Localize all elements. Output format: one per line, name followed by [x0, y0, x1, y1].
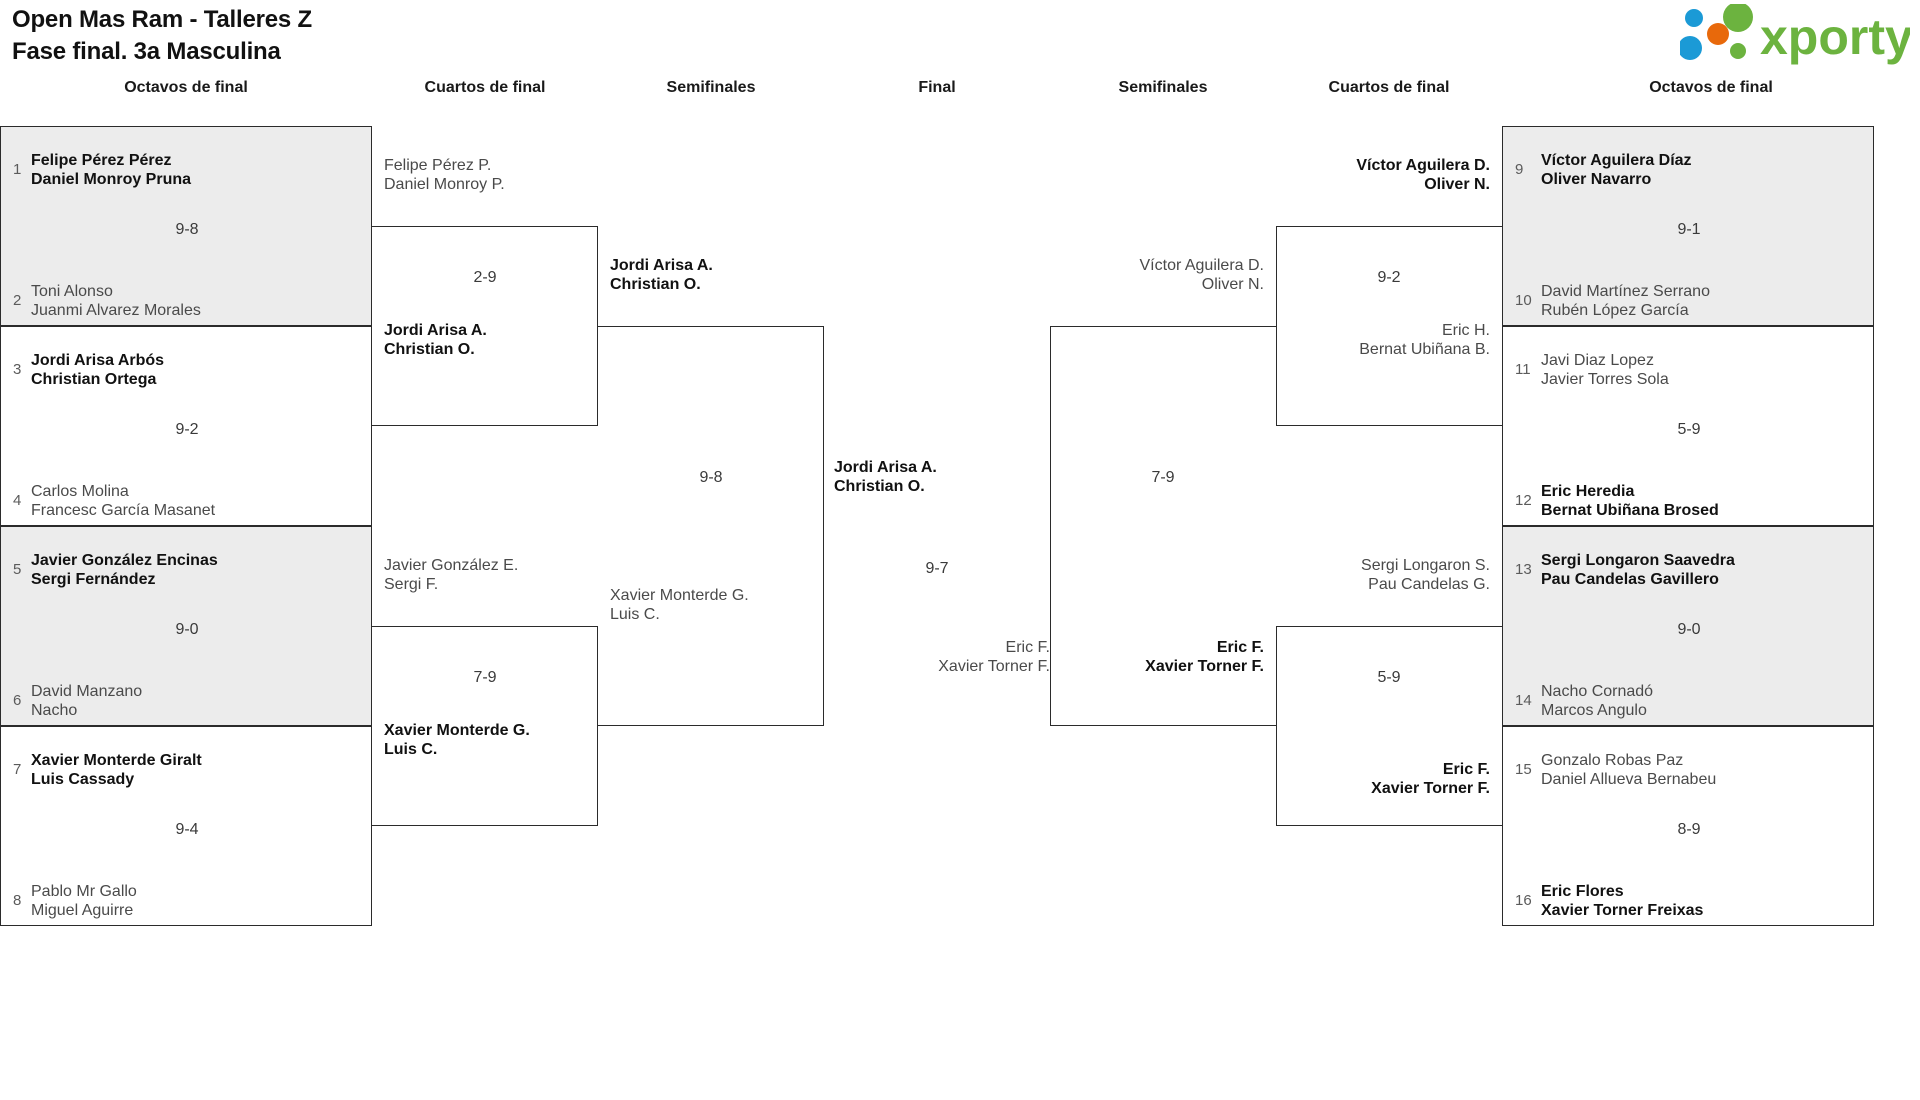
team-slot: David Martínez Serrano Rubén López Garcí…	[1541, 283, 1710, 320]
match-r-oct-4[interactable]: 15 Gonzalo Robas Paz Daniel Allueva Bern…	[1502, 726, 1874, 926]
match-r-qf-2[interactable]	[1276, 626, 1502, 826]
final-team-left: Jordi Arisa A. Christian O.	[834, 459, 937, 496]
tournament-name: Open Mas Ram - Talleres Z	[12, 6, 312, 33]
match-score: 9-0	[1677, 621, 1701, 638]
team-slot: Felipe Pérez P. Daniel Monroy P.	[384, 157, 505, 194]
seed-number: 7	[13, 761, 22, 778]
seed-number: 13	[1515, 561, 1532, 578]
match-score: 8-9	[1677, 821, 1701, 838]
team-slot: Eric Flores Xavier Torner Freixas	[1541, 883, 1704, 920]
match-score: 9-8	[699, 469, 723, 486]
title-block: Open Mas Ram - Talleres Z Fase final. 3a…	[12, 4, 312, 68]
team-slot: Xavier Monterde Giralt Luis Cassady	[31, 752, 202, 789]
round-header-right-cuartos: Cuartos de final	[1328, 79, 1450, 96]
team-slot: Javi Diaz Lopez Javier Torres Sola	[1541, 352, 1669, 389]
match-score: 5-9	[1677, 421, 1701, 438]
final-score: 9-7	[925, 560, 949, 577]
seed-number: 4	[13, 492, 22, 509]
round-header-right-semis: Semifinales	[1118, 79, 1208, 96]
match-l-oct-2[interactable]: 3 Jordi Arisa Arbós Christian Ortega 9-2…	[0, 326, 372, 526]
match-score: 5-9	[1377, 669, 1401, 686]
team-slot: Jordi Arisa A. Christian O.	[610, 257, 713, 294]
team-slot: Carlos Molina Francesc García Masanet	[31, 483, 216, 520]
team-slot: Pablo Mr Gallo Miguel Aguirre	[31, 883, 137, 920]
round-header-final: Final	[918, 79, 956, 96]
page-header: Open Mas Ram - Talleres Z Fase final. 3a…	[0, 0, 1920, 92]
team-slot: Toni Alonso Juanmi Alvarez Morales	[31, 283, 201, 320]
match-l-qf-2[interactable]	[372, 626, 598, 826]
xporty-logo: xporty	[1680, 4, 1910, 66]
match-score: 2-9	[473, 269, 497, 286]
seed-number: 14	[1515, 692, 1532, 709]
team-slot: Víctor Aguilera D. Oliver N.	[1139, 257, 1265, 294]
round-header-left-octavos: Octavos de final	[124, 79, 248, 96]
seed-number: 11	[1515, 361, 1531, 378]
team-slot: Nacho Cornadó Marcos Angulo	[1541, 683, 1654, 720]
seed-number: 12	[1515, 492, 1532, 509]
match-score: 7-9	[473, 669, 497, 686]
team-slot: Eric H. Bernat Ubiñana B.	[1359, 322, 1490, 359]
seed-number: 10	[1515, 292, 1532, 309]
team-slot: Eric F. Xavier Torner F.	[1371, 761, 1490, 798]
team-slot: Víctor Aguilera Díaz Oliver Navarro	[1541, 152, 1692, 189]
team-slot: Gonzalo Robas Paz Daniel Allueva Bernabe…	[1541, 752, 1717, 789]
match-l-oct-4[interactable]: 7 Xavier Monterde Giralt Luis Cassady 9-…	[0, 726, 372, 926]
match-score: 9-8	[175, 221, 199, 238]
team-slot: Sergi Longaron Saavedra Pau Candelas Gav…	[1541, 552, 1735, 589]
match-r-qf-1[interactable]	[1276, 226, 1502, 426]
team-slot: Jordi Arisa Arbós Christian Ortega	[31, 352, 165, 389]
team-slot: Felipe Pérez Pérez Daniel Monroy Pruna	[31, 152, 192, 189]
team-slot: Jordi Arisa A. Christian O.	[384, 322, 487, 359]
svg-text:xporty: xporty	[1760, 9, 1910, 65]
round-header-right-octavos: Octavos de final	[1649, 79, 1773, 96]
match-r-oct-2[interactable]: 11 Javi Diaz Lopez Javier Torres Sola 5-…	[1502, 326, 1874, 526]
match-r-oct-3[interactable]: 13 Sergi Longaron Saavedra Pau Candelas …	[1502, 526, 1874, 726]
team-slot: David Manzano Nacho	[31, 683, 143, 720]
team-slot: Javier González Encinas Sergi Fernández	[31, 552, 218, 589]
team-slot: Eric F. Xavier Torner F.	[1145, 639, 1264, 676]
team-slot: Sergi Longaron S. Pau Candelas G.	[1361, 557, 1490, 594]
team-slot: Xavier Monterde G. Luis C.	[610, 587, 749, 624]
match-score: 9-4	[175, 821, 199, 838]
tournament-phase: Fase final. 3a Masculina	[12, 37, 281, 65]
seed-number: 1	[13, 161, 22, 178]
seed-number: 9	[1515, 161, 1524, 178]
match-l-qf-1[interactable]	[372, 226, 598, 426]
team-slot: Eric Heredia Bernat Ubiñana Brosed	[1541, 483, 1719, 520]
final-team-right: Eric F. Xavier Torner F.	[938, 639, 1050, 676]
round-header-left-semis: Semifinales	[666, 79, 756, 96]
match-score: 9-1	[1677, 221, 1701, 238]
seed-number: 2	[13, 292, 22, 309]
team-slot: Víctor Aguilera D. Oliver N.	[1356, 157, 1490, 194]
match-score: 9-2	[175, 421, 199, 438]
seed-number: 3	[13, 361, 22, 378]
match-score: 9-2	[1377, 269, 1401, 286]
seed-number: 16	[1515, 892, 1532, 909]
team-slot: Xavier Monterde G. Luis C.	[384, 722, 530, 759]
match-r-oct-1[interactable]: 9 Víctor Aguilera Díaz Oliver Navarro 9-…	[1502, 126, 1874, 326]
seed-number: 5	[13, 561, 22, 578]
match-score: 7-9	[1151, 469, 1175, 486]
match-r-sf-1[interactable]	[1050, 326, 1276, 726]
seed-number: 6	[13, 692, 22, 709]
round-header-left-cuartos: Cuartos de final	[424, 79, 546, 96]
seed-number: 15	[1515, 761, 1532, 778]
match-l-sf-1[interactable]	[598, 326, 824, 726]
team-slot: Javier González E. Sergi F.	[384, 557, 519, 594]
match-score: 9-0	[175, 621, 199, 638]
seed-number: 8	[13, 892, 22, 909]
match-l-oct-3[interactable]: 5 Javier González Encinas Sergi Fernánde…	[0, 526, 372, 726]
match-l-oct-1[interactable]: 1 Felipe Pérez Pérez Daniel Monroy Pruna…	[0, 126, 372, 326]
